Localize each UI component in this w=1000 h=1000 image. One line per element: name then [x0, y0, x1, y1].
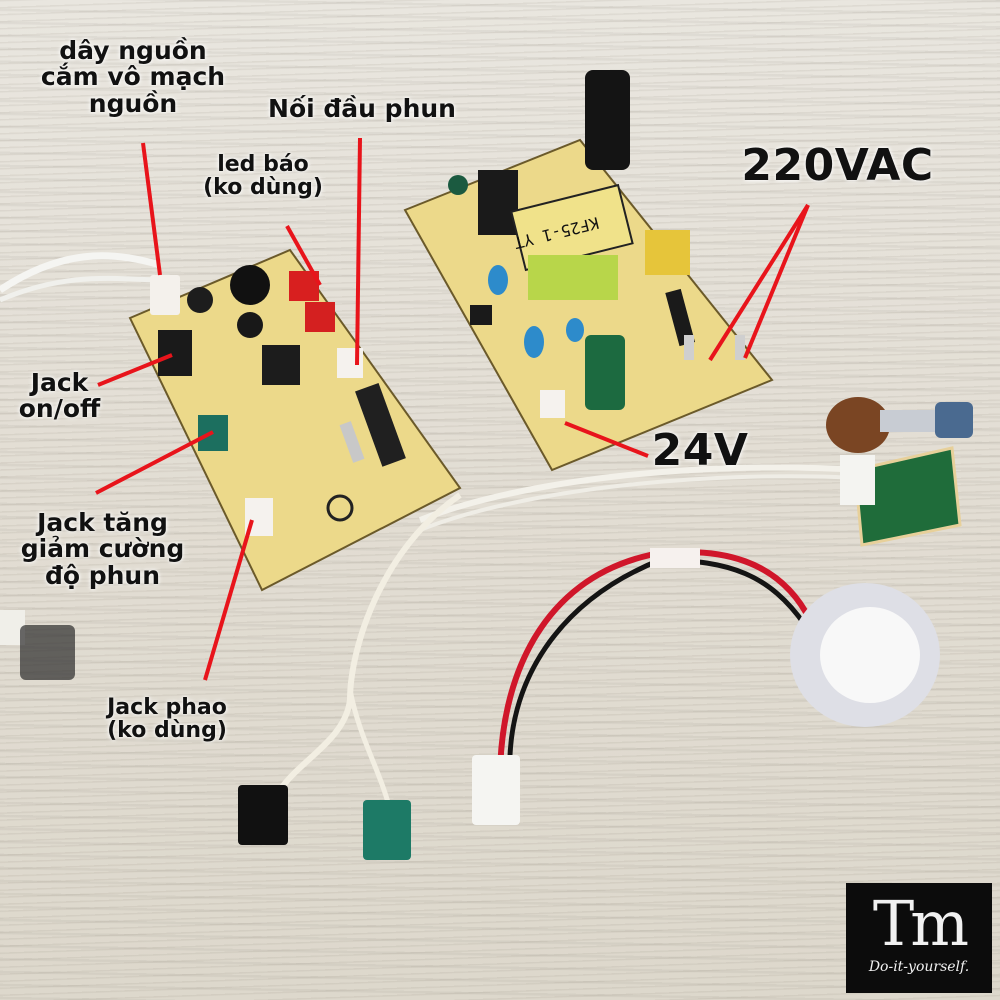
partial-plug-shadow [20, 625, 75, 680]
logo-tagline: Do-it-yourself. [868, 959, 970, 975]
output-capacitor [585, 335, 625, 410]
label-mist-head: Nối đầu phun [268, 94, 456, 123]
label-power-cable: dây nguồn cắm vô mạch nguồn [40, 36, 226, 118]
mosfet [478, 170, 518, 235]
ic-u1 [262, 345, 300, 385]
ceramic-capacitor [488, 265, 508, 295]
transformer-tape [528, 255, 618, 300]
line-mist-head [355, 137, 362, 366]
wire-sleeve [650, 548, 700, 568]
terminal-cn3 [684, 335, 694, 360]
transducer-connector [472, 755, 520, 825]
label-24v: 24V [651, 425, 749, 476]
capacitor-c2 [187, 287, 213, 313]
potentiometer-module [418, 397, 973, 547]
power-cable [0, 252, 162, 293]
red-wire [497, 549, 813, 781]
line-220v-2 [743, 204, 810, 359]
onoff-jack-connector [158, 330, 192, 376]
label-intensity-jack: Jack tăng giảm cường độ phun [20, 508, 185, 590]
pot-connector [840, 455, 875, 505]
pot-shaft [880, 410, 945, 432]
terminal-cn4 [735, 335, 745, 360]
line-power-cable [141, 142, 162, 276]
ic-bridge [470, 305, 492, 325]
output-connector-cn2 [540, 390, 565, 418]
line-onoff [97, 353, 173, 387]
pot-cable [418, 464, 861, 523]
capacitor-c1 [230, 265, 270, 305]
line-float [203, 519, 254, 681]
black-jack-plug [238, 785, 288, 845]
inductor [355, 382, 406, 467]
annotation-lines [95, 137, 810, 681]
x-capacitor [645, 230, 690, 275]
green-jack-plug [363, 800, 411, 860]
capacitor-c3 [237, 312, 263, 338]
label-220vac: 220VAC [741, 140, 934, 191]
pot-pcb [853, 446, 962, 547]
logo-monogram: Tm [872, 887, 969, 960]
ultrasonic-transducer [472, 548, 940, 825]
label-float-jack: Jack phao (ko dùng) [107, 695, 227, 744]
power-board: KF25-1 YT [403, 70, 774, 472]
label-onoff-jack: Jack on/off [18, 368, 101, 424]
transducer-disc [820, 607, 920, 703]
line-220v-1 [708, 203, 810, 362]
control-board [128, 248, 462, 592]
capacitor-c1-small [448, 175, 468, 195]
led-connector-2 [305, 302, 335, 332]
cn-power-connector [150, 275, 180, 315]
line-intensity [95, 430, 214, 495]
brand-logo: Tm Do-it-yourself. [846, 883, 992, 993]
bulk-capacitor [585, 70, 630, 170]
fuse-f1 [665, 288, 695, 347]
label-led: led báo (ko dùng) [203, 152, 323, 201]
pot-body [826, 397, 890, 453]
resistor [339, 421, 365, 463]
line-led [285, 225, 322, 286]
pot-knob [935, 402, 973, 438]
black-wire [507, 557, 808, 781]
harness-wire-intensity [347, 689, 393, 811]
line-24v [564, 421, 649, 458]
